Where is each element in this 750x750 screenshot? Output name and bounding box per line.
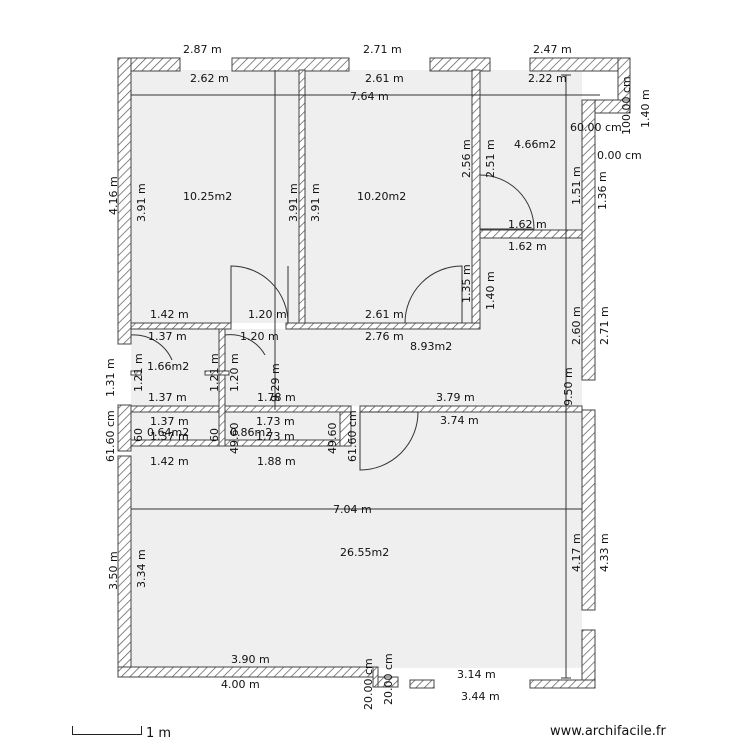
dim-label: 7.04 m [333,503,372,516]
dim-label: 1.62 m [508,240,547,253]
door-swing-1 [230,265,289,324]
dim-label: 61.60 cm [346,410,359,462]
dim-label: 1.37 m [150,415,189,428]
dim-label: 1.42 m [150,455,189,468]
dim-label: 2.22 m [528,72,567,85]
dim-label: 1.40 m [639,89,652,128]
dim-label: 9.29 m [269,363,282,402]
dimension-lines [130,70,600,679]
walls [117,57,631,689]
dim-label: 3.91 m [309,183,322,222]
dim-label: 4.00 m [221,678,260,691]
dim-label: 1.20 m [240,330,279,343]
room-area-wc: 1.66m2 [147,360,189,373]
horizontal-dimension-labels: 2.87 m 2.71 m 2.47 m 2.62 m 2.61 m 2.22 … [148,43,642,703]
dim-label: 1.20 m [228,353,241,392]
dim-label: 60 [132,428,145,442]
dim-label: 2.71 m [363,43,402,56]
room-area-hallway: 8.93m2 [410,340,452,353]
dim-label: 0.00 cm [597,149,642,162]
dim-label: 3.14 m [457,668,496,681]
dim-label: 1.37 m [148,391,187,404]
dim-label: 60.00 cm [570,121,622,134]
dim-label: 1.20 m [248,308,287,321]
dim-label: 2.61 m [365,308,404,321]
dim-label: 2.71 m [598,306,611,345]
dim-label: 1.42 m [150,308,189,321]
dim-label: 1.62 m [508,218,547,231]
room-area-labels: 10.25m2 10.20m2 4.66m2 8.93m2 1.66m2 0.6… [147,138,556,559]
dim-label: 2.87 m [183,43,222,56]
dim-label: 3.91 m [135,183,148,222]
watermark-text: www.archifacile.fr [550,724,666,739]
dim-label: 1.73 m [256,430,295,443]
dim-label: 2.47 m [533,43,572,56]
dim-label: 2.61 m [365,72,404,85]
dim-label: 49.60 [228,423,241,455]
dim-label: 2.62 m [190,72,229,85]
dim-label: 1.40 m [484,271,497,310]
dim-label: 1.78 m [257,391,296,404]
dim-label: 20.00 cm [382,653,395,705]
room-area-living-room: 26.55m2 [340,546,389,559]
dim-label: 20.00 cm [362,658,375,710]
doors [130,174,535,471]
dim-label: 1.21 m [208,353,221,392]
dim-label: 4.17 m [570,533,583,572]
dim-label: 9.50 m [562,367,575,406]
door-swing-5 [359,411,419,471]
room-area-bedroom-1: 10.25m2 [183,190,232,203]
dim-label: 1.36 m [596,171,609,210]
dim-label: 1.37 m [148,330,187,343]
room-floors [131,70,582,668]
door-swing-4 [224,334,266,356]
dim-label: 1.73 m [256,415,295,428]
dim-label: 1.51 m [570,166,583,205]
vertical-dimension-labels: 4.16 m 3.91 m 3.91 m 3.91 m 2.56 m 2.51 … [104,76,652,710]
dim-label: 60 [208,428,221,442]
dim-label: 3.74 m [440,414,479,427]
dim-label: 1.35 m [460,264,473,303]
room-area-bathroom: 4.66m2 [514,138,556,151]
dim-label: 7.64 m [350,90,389,103]
dim-label: 100.00 cm [620,76,633,135]
dim-label: 1.88 m [257,455,296,468]
room-area-closet-1: 0.64m2 [147,426,189,439]
dim-label: 1.31 m [104,358,117,397]
room-area-bedroom-2: 10.20m2 [357,190,406,203]
dim-label: 3.79 m [436,391,475,404]
dim-label: 3.91 m [287,183,300,222]
door-swing-3 [479,174,535,230]
door-swing-2 [404,265,463,324]
dim-label: 1.37 m [150,430,189,443]
scale-bar [72,726,142,735]
dim-label: 2.60 m [570,306,583,345]
scale-label: 1 m [146,726,172,741]
dim-label: 2.56 m [460,139,473,178]
dim-label: 3.34 m [135,549,148,588]
dim-label: 2.76 m [365,330,404,343]
room-area-closet-2: 0.86m2 [230,426,272,439]
dim-label: 3.90 m [231,653,270,666]
dim-label: 3.50 m [107,551,120,590]
dim-label: 49.60 [326,423,339,455]
dim-label: 4.16 m [107,176,120,215]
door-swing-6 [130,334,173,361]
dim-label: 2.51 m [484,139,497,178]
dim-label: 3.44 m [461,690,500,703]
dim-label: 4.33 m [598,533,611,572]
dim-label: 1.21 m [132,353,145,392]
dim-label: 61.60 cm [104,410,117,462]
